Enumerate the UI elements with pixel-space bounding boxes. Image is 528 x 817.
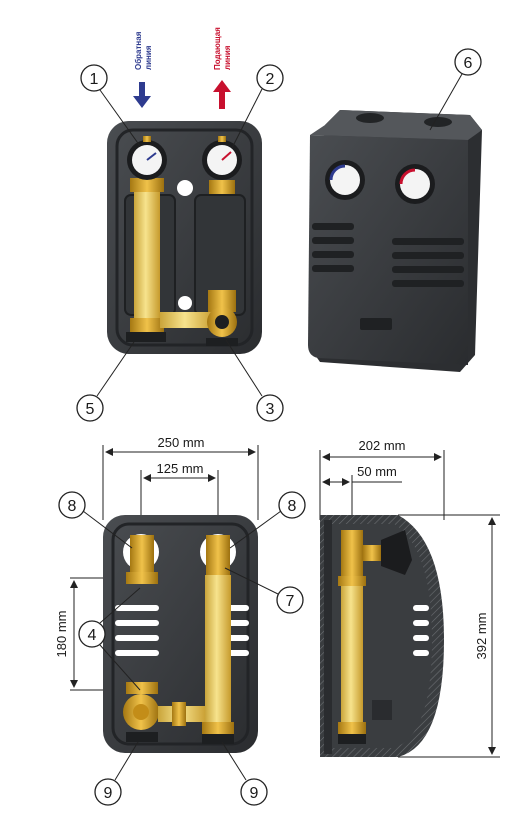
svg-text:8: 8	[68, 498, 77, 515]
callout-6	[454, 48, 482, 76]
supply-line-label-2: линия	[223, 45, 232, 70]
side-thermometer	[381, 530, 412, 575]
svg-text:6: 6	[464, 55, 473, 72]
supply-flow-arrow	[213, 80, 231, 109]
svg-text:7: 7	[286, 593, 295, 610]
callout-7	[276, 586, 304, 614]
callout-5	[76, 394, 104, 422]
side-section-view: 202 mm 50 mm 392 mm	[319, 438, 500, 758]
return-line-label-1: Обратная	[134, 31, 143, 70]
callout-3	[256, 394, 284, 422]
callout-8-right	[278, 491, 306, 519]
mounting-hole	[178, 296, 192, 310]
supply-pipe	[205, 575, 231, 725]
callout-8-left	[58, 491, 86, 519]
callout-2	[256, 64, 284, 92]
mounting-hole	[177, 180, 193, 196]
closed-return-thermometer	[330, 165, 360, 195]
supply-line-label-1: Подающая	[213, 27, 222, 70]
closed-supply-thermometer	[400, 169, 430, 199]
svg-text:8: 8	[288, 498, 297, 515]
callout-1	[80, 64, 108, 92]
bypass-pipe	[160, 312, 215, 328]
svg-text:9: 9	[250, 785, 259, 802]
dim-width-total: 250 mm	[158, 435, 205, 450]
svg-text:4: 4	[88, 627, 97, 644]
front-view-open: Обратная линия Подающая линия	[76, 27, 284, 422]
svg-text:3: 3	[266, 401, 275, 418]
housing-closed-view: 6	[308, 48, 482, 372]
side-pipe	[341, 586, 363, 726]
dim-vertical-spacing: 180 mm	[54, 611, 69, 658]
callout-9-left	[94, 778, 122, 806]
return-flow-arrow	[133, 82, 151, 108]
front-view-dimensioned: 250 mm 125 mm 180 mm	[54, 435, 306, 806]
return-fitting	[130, 535, 154, 575]
dim-depth-axis: 50 mm	[357, 464, 397, 479]
svg-text:1: 1	[90, 71, 99, 88]
return-line-label-2: линия	[144, 45, 153, 70]
dim-depth-total: 202 mm	[359, 438, 406, 453]
callout-9-right	[240, 778, 268, 806]
svg-text:2: 2	[266, 71, 275, 88]
dim-height-total: 392 mm	[474, 613, 489, 660]
dim-pipe-spacing: 125 mm	[157, 461, 204, 476]
callout-4	[78, 620, 106, 648]
return-pipe	[134, 190, 160, 320]
svg-text:5: 5	[86, 401, 95, 418]
svg-text:9: 9	[104, 785, 113, 802]
